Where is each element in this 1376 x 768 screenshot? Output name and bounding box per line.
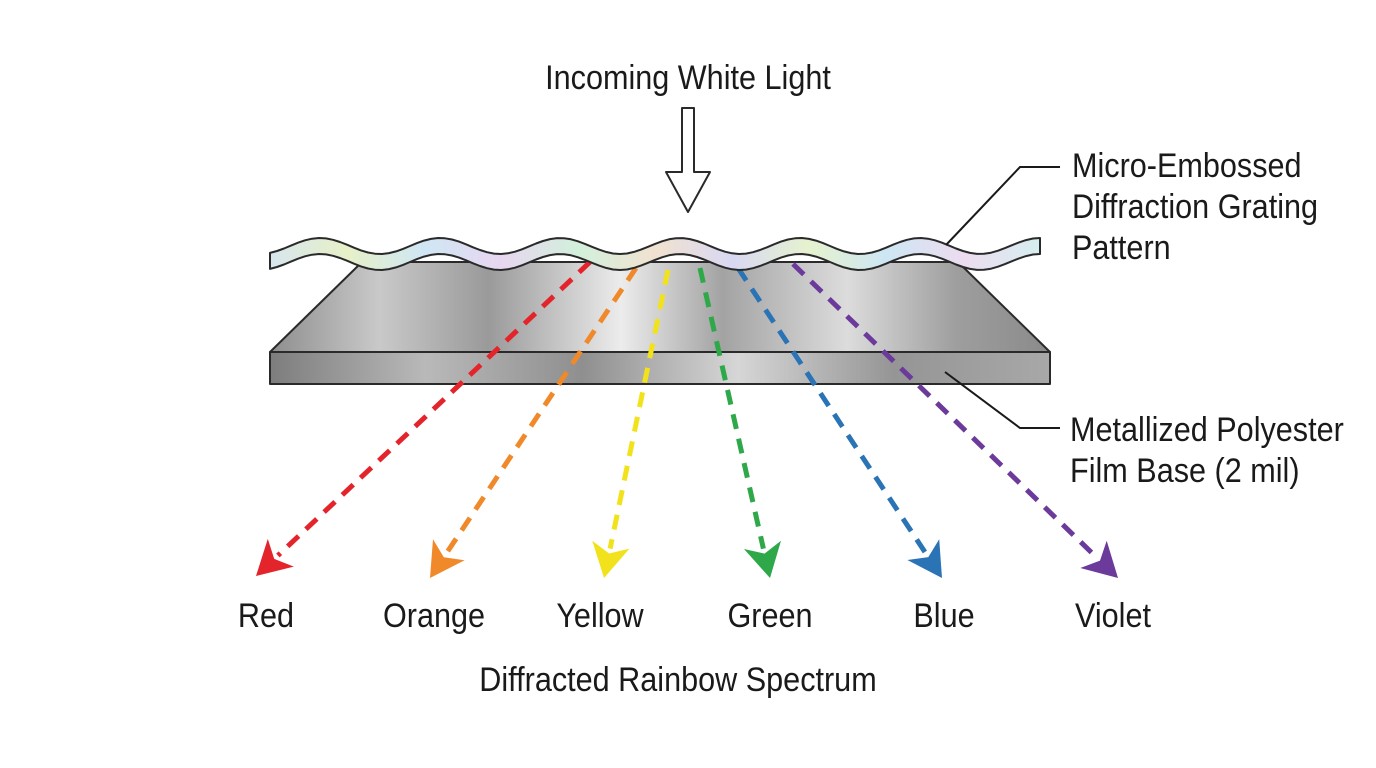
ray-blue-arrowhead — [907, 539, 942, 578]
grating-label-line-3: Pattern — [1072, 229, 1171, 267]
ray-label-violet: Violet — [1075, 597, 1151, 635]
ray-label-green: Green — [727, 597, 813, 635]
ray-blue-line — [735, 266, 928, 555]
base-label-line-2: Film Base (2 mil) — [1070, 452, 1300, 490]
grating-wave — [269, 237, 1041, 271]
ray-red-line — [276, 260, 592, 558]
ray-label-red: Red — [237, 597, 295, 635]
ray-yellow-arrowhead — [592, 540, 630, 578]
ray-yellow-line — [607, 269, 671, 550]
ray-orange-arrowhead — [430, 539, 465, 578]
film-base — [269, 261, 1051, 385]
base-callout-label: Metallized Polyester Film Base (2 mil) — [1070, 410, 1344, 492]
grating-label-line-2: Diffraction Grating — [1072, 188, 1319, 226]
base-callout-line — [944, 371, 1060, 429]
grating-callout-line — [945, 166, 1060, 246]
ray-orange-line — [444, 266, 639, 555]
grating-film — [269, 237, 1041, 271]
grating-callout-label: Micro-Embossed Diffraction Grating Patte… — [1072, 146, 1318, 269]
incoming-light-label: Incoming White Light — [545, 59, 831, 97]
ray-violet-arrowhead — [1080, 540, 1118, 578]
spectrum-label: Diffracted Rainbow Spectrum — [479, 661, 877, 699]
ray-green-line — [697, 267, 766, 550]
incoming-light-arrow — [665, 107, 711, 213]
ray-label-orange: Orange — [382, 597, 486, 635]
ray-violet-line — [791, 262, 1099, 559]
ray-red-arrowhead — [256, 538, 294, 576]
ray-green-arrowhead — [744, 540, 781, 578]
base-label-line-1: Metallized Polyester — [1070, 411, 1344, 449]
ray-label-yellow: Yellow — [556, 597, 644, 635]
film-base-front-face — [269, 351, 1051, 385]
diffracted-rays — [256, 260, 1118, 578]
grating-label-line-1: Micro-Embossed — [1072, 147, 1302, 185]
ray-label-blue: Blue — [913, 597, 975, 635]
